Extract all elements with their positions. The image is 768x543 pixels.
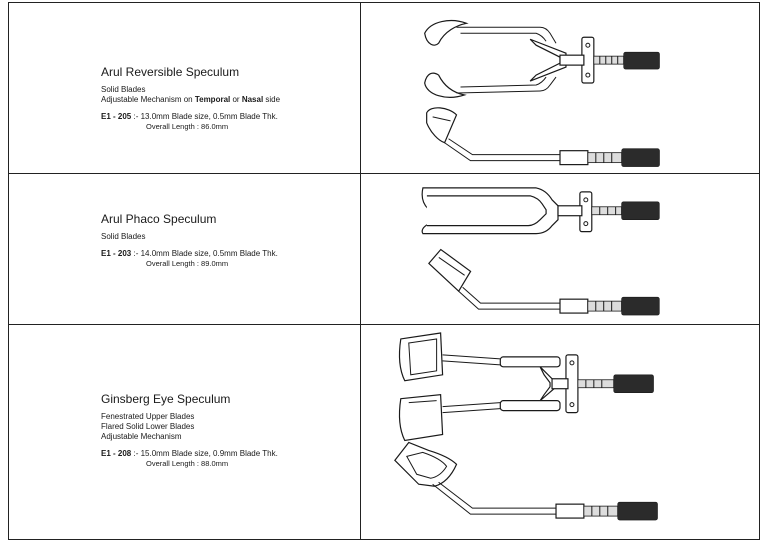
product-desc-line: Solid Blades <box>101 85 146 94</box>
product-image-cell <box>361 325 759 539</box>
desc-text: side <box>263 95 281 104</box>
product-name: Arul Reversible Speculum <box>101 65 240 79</box>
product-code: E1 - 208 <box>101 449 132 458</box>
product-name: Ginsberg Eye Speculum <box>101 392 231 406</box>
desc-text: or <box>230 95 242 104</box>
catalog-sheet: Arul Reversible Speculum Solid Blades Ad… <box>8 2 760 540</box>
spec-text: :- 14.0mm Blade size, 0.5mm Blade Thk. <box>131 249 278 258</box>
overall-length: Overall Length : 86.0mm <box>146 122 229 131</box>
product-row-arul-reversible: Arul Reversible Speculum Solid Blades Ad… <box>9 3 759 173</box>
product-info: Arul Reversible Speculum Solid Blades Ad… <box>101 65 280 132</box>
product-row-ginsberg: Ginsberg Eye Speculum Fenestrated Upper … <box>9 324 759 539</box>
product-info: Ginsberg Eye Speculum Fenestrated Upper … <box>101 392 278 469</box>
spec-text: :- 15.0mm Blade size, 0.9mm Blade Thk. <box>131 449 278 458</box>
speculum-illustration <box>394 332 658 521</box>
speculum-illustration <box>424 20 660 167</box>
product-spec: E1 - 203 :- 14.0mm Blade size, 0.5mm Bla… <box>101 249 278 259</box>
speculum-illustration <box>421 187 660 316</box>
overall-length: Overall Length : 89.0mm <box>146 259 229 268</box>
product-image-cell <box>361 174 759 324</box>
product-info-cell: Arul Phaco Speculum Solid Blades E1 - 20… <box>9 174 361 324</box>
spec-text: :- 13.0mm Blade size, 0.5mm Blade Thk. <box>131 112 278 121</box>
product-desc-line: Fenestrated Upper Blades <box>101 412 195 421</box>
desc-text: Adjustable Mechanism on <box>101 95 195 104</box>
product-info-cell: Arul Reversible Speculum Solid Blades Ad… <box>9 3 361 173</box>
product-code: E1 - 203 <box>101 249 132 258</box>
product-code: E1 - 205 <box>101 112 132 121</box>
product-desc-line: Adjustable Mechanism <box>101 432 182 441</box>
product-desc-line: Flared Solid Lower Blades <box>101 422 195 431</box>
product-name: Arul Phaco Speculum <box>101 212 217 226</box>
desc-bold-text: Temporal <box>194 95 231 104</box>
overall-length: Overall Length : 88.0mm <box>146 459 229 468</box>
product-info-cell: Ginsberg Eye Speculum Fenestrated Upper … <box>9 325 361 539</box>
product-desc-line: Solid Blades <box>101 232 146 241</box>
product-image-cell <box>361 3 759 173</box>
product-row-arul-phaco: Arul Phaco Speculum Solid Blades E1 - 20… <box>9 173 759 324</box>
product-desc-line: Adjustable Mechanism on Temporal or Nasa… <box>101 95 280 105</box>
product-spec: E1 - 208 :- 15.0mm Blade size, 0.9mm Bla… <box>101 449 278 459</box>
product-info: Arul Phaco Speculum Solid Blades E1 - 20… <box>101 212 278 269</box>
product-spec: E1 - 205 :- 13.0mm Blade size, 0.5mm Bla… <box>101 112 280 122</box>
desc-bold-text: Nasal <box>241 95 264 104</box>
